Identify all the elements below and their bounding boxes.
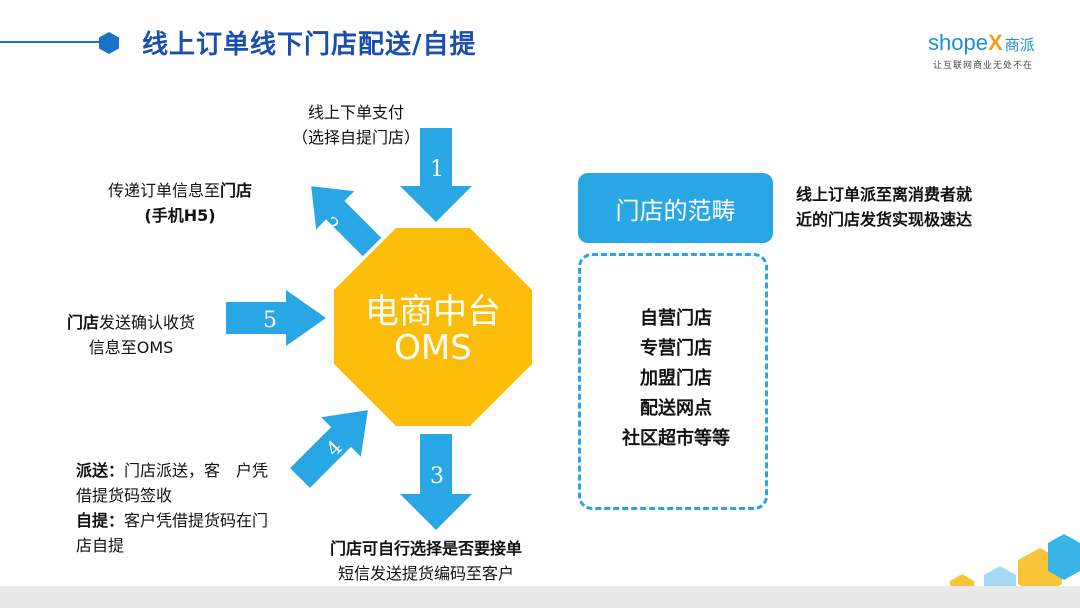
logo-brand-cn: 商派 — [1004, 37, 1035, 54]
store-scope-item: 社区超市等等 — [622, 428, 730, 449]
step-5-line2: 信息至OMS — [88, 338, 174, 357]
footer-band — [0, 586, 1080, 608]
step-2-text: 传递订单信息至门店 (手机H5) — [92, 178, 268, 228]
step-4-delivery-text: 门店派送，客 户凭 — [124, 461, 269, 480]
step-3-line2: 短信发送提货编码至客户 — [337, 564, 514, 583]
arrow-step-3 — [400, 434, 472, 530]
store-scope-item: 加盟门店 — [640, 368, 712, 389]
step-3-line1: 门店可自行选择是否要接单 — [329, 539, 522, 558]
step-4-pickup-text-2: 店自提 — [76, 536, 125, 555]
step-4-pickup-label: 自提： — [76, 511, 125, 530]
step-4-text: 派送：门店派送，客 户凭 借提货码签收 自提：客户凭借提货码在门 店自提 — [76, 458, 306, 558]
store-scope-item: 专营门店 — [640, 338, 712, 359]
dispatch-note: 线上订单派至离消费者就 近的门店发货实现极速达 — [796, 182, 1016, 232]
arrow-step-1 — [400, 128, 472, 222]
step-5-line1-b: 发送确认收货 — [99, 313, 196, 332]
store-scope-item: 自营门店 — [640, 308, 712, 329]
dispatch-note-line1: 线上订单派至离消费者就 — [796, 185, 973, 204]
arrow-step-5 — [226, 290, 326, 346]
store-scope-item: 配送网点 — [640, 398, 712, 419]
store-scope-dashed-box — [578, 253, 768, 510]
step-1-text: 线上下单支付 （选择自提门店） — [276, 100, 436, 150]
page-title: 线上订单线下门店配送/自提 — [142, 30, 477, 60]
step-5-text: 门店发送确认收货 信息至OMS — [56, 310, 206, 360]
arrow-step-5-number: 5 — [263, 308, 277, 333]
step-3-text: 门店可自行选择是否要接单 短信发送提货编码至客户 — [306, 536, 546, 586]
step-4-delivery-text-2: 借提货码签收 — [76, 486, 173, 505]
store-scope-title: 门店的范畴 — [615, 196, 736, 225]
title-line — [0, 41, 100, 43]
arrow-step-1-number: 1 — [430, 157, 444, 182]
step-5-line1-a: 门店 — [66, 313, 99, 332]
step-4-delivery-label: 派送： — [76, 461, 125, 480]
arrow-step-2 — [311, 186, 382, 257]
step-1-line2: （选择自提门店） — [291, 128, 420, 147]
arrow-step-4 — [290, 410, 368, 488]
store-scope-title-box: 门店的范畴 — [578, 173, 773, 243]
center-octagon — [334, 228, 532, 426]
hexagon-bullet-icon — [99, 32, 119, 54]
step-2-line2: (手机H5) — [144, 206, 216, 225]
logo-slogan: 让互联网商业无处不在 — [933, 61, 1034, 71]
arrow-step-3-number: 3 — [430, 464, 444, 489]
logo-brand-x: X — [987, 30, 1003, 55]
step-2-line1-b: 门店 — [220, 181, 253, 200]
step-1-line1: 线上下单支付 — [307, 103, 404, 122]
store-scope-list: 自营门店 专营门店 加盟门店 配送网点 社区超市等等 — [578, 304, 774, 454]
logo-brand-pre: shope — [928, 30, 988, 55]
center-label-line2: OMS — [394, 328, 472, 368]
center-label-line1: 电商中台 — [365, 292, 501, 332]
step-4-pickup-text: 客户凭借提货码在门 — [124, 511, 269, 530]
dispatch-note-line2: 近的门店发货实现极速达 — [796, 210, 973, 229]
step-2-line1-a: 传递订单信息至 — [107, 181, 220, 200]
